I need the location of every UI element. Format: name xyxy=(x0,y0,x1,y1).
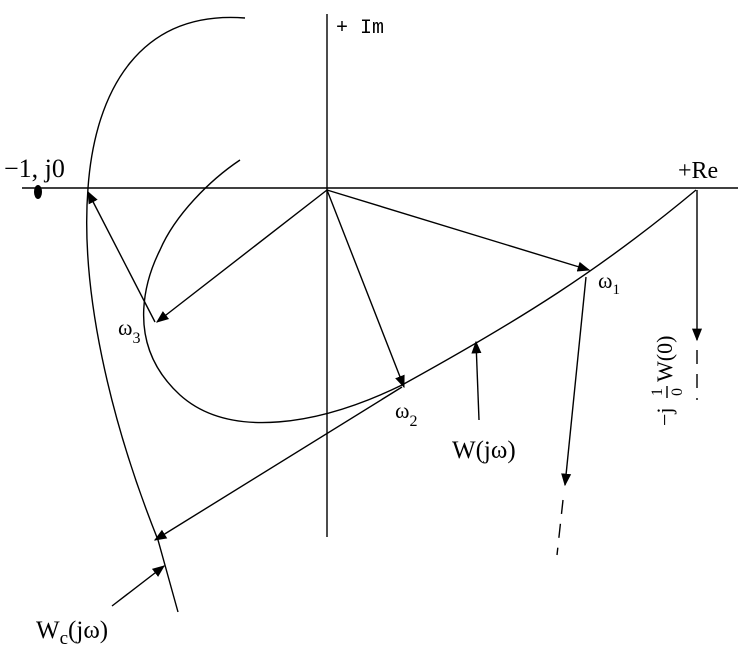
svg-text:W(0): W(0) xyxy=(652,336,677,382)
svg-text:1: 1 xyxy=(649,388,666,396)
w0-vertical-label: −j 1 0 W(0) xyxy=(649,336,686,426)
vector-omega1 xyxy=(326,189,591,272)
w-curve-label: W(jω) xyxy=(452,437,516,464)
re-axis-label: +Re xyxy=(678,158,718,184)
svg-text:0: 0 xyxy=(669,388,686,396)
vector-omega3-to-wc xyxy=(87,190,156,323)
pointer-wc-label xyxy=(111,565,165,607)
vector-to-wc-curve xyxy=(153,386,403,541)
vector-omega3 xyxy=(156,189,328,323)
critical-point-marker xyxy=(34,185,42,199)
vector-omega2 xyxy=(326,189,405,389)
wc-curve-label: Wc(jω) xyxy=(36,617,108,649)
omega3-label: ω3 xyxy=(118,315,140,347)
im-axis-label: + Im xyxy=(336,17,384,40)
dashed-omega1-extension xyxy=(556,499,564,556)
w-curve xyxy=(143,159,697,424)
omega1-label: ω1 xyxy=(598,268,620,298)
pointer-w-label xyxy=(471,340,482,421)
svg-text:−j: −j xyxy=(652,407,677,426)
omega2-label: ω2 xyxy=(395,398,417,430)
critical-point-label: −1, j0 xyxy=(4,154,65,183)
vector-omega1-down xyxy=(561,276,587,487)
